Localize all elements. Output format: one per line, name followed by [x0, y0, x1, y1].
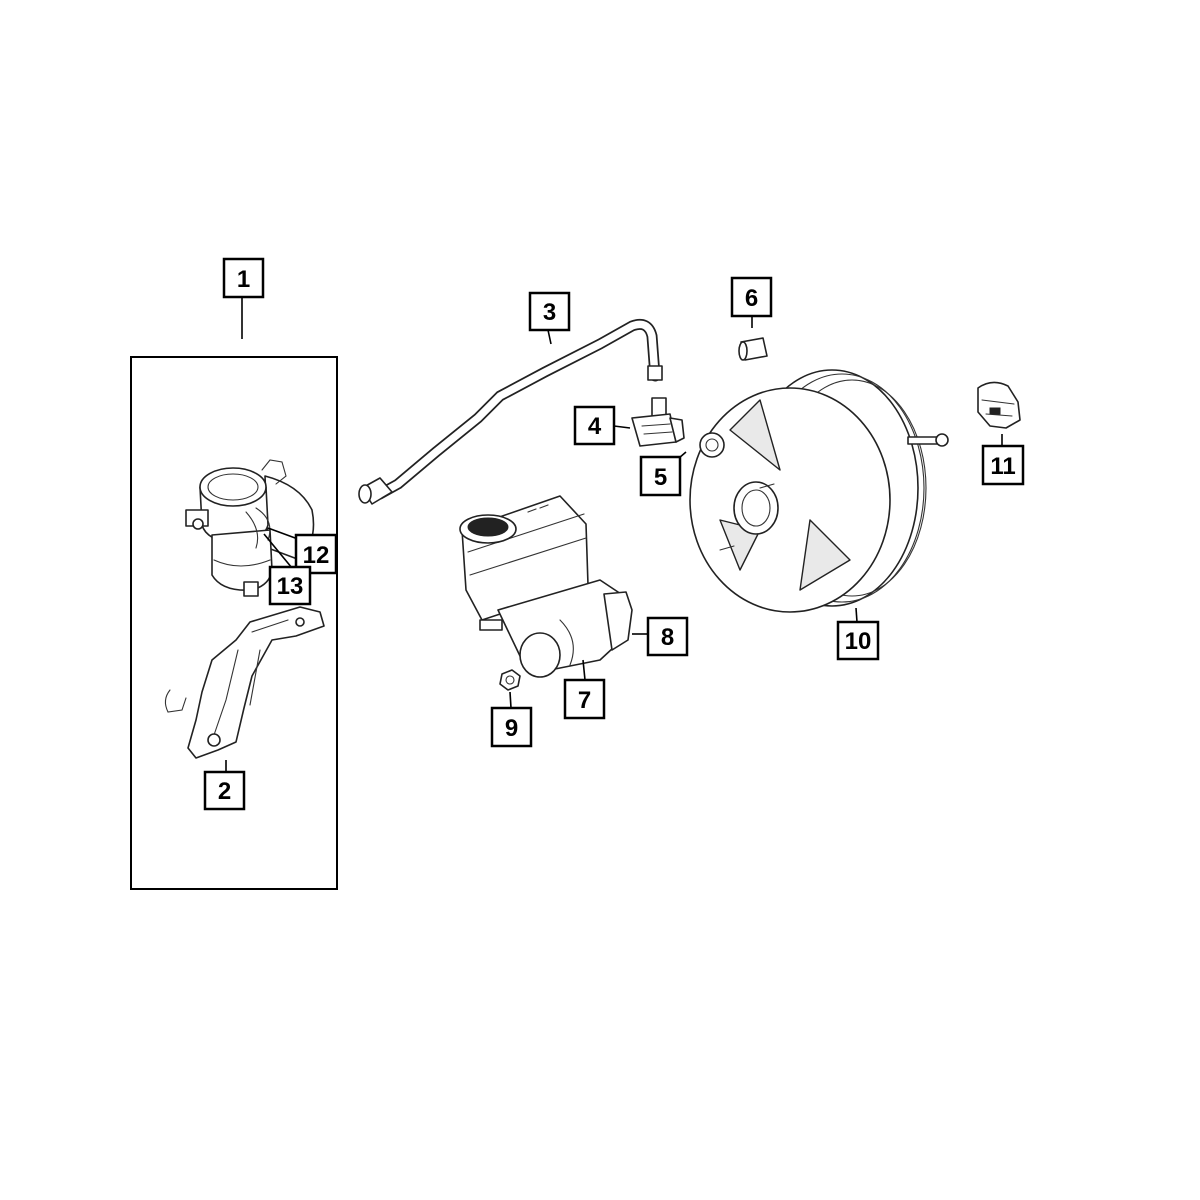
leader-3	[547, 329, 552, 345]
callout-11[interactable]: 11	[981, 444, 1025, 486]
callout-8[interactable]: 8	[646, 616, 689, 657]
svg-text:8: 8	[661, 624, 674, 651]
svg-text:11: 11	[990, 453, 1015, 480]
callout-6[interactable]: 6	[730, 276, 773, 318]
svg-text:1: 1	[237, 266, 250, 293]
callout-7[interactable]: 7	[563, 678, 606, 720]
vacuum-hose-part	[358, 318, 663, 505]
leader-10	[855, 607, 858, 623]
callout-10[interactable]: 10	[836, 620, 880, 661]
sleeve-part	[738, 337, 768, 361]
svg-text:2: 2	[218, 778, 231, 805]
svg-text:13: 13	[277, 573, 304, 600]
master-cylinder-part	[459, 495, 633, 678]
callout-2[interactable]: 2	[203, 770, 246, 811]
svg-text:5: 5	[654, 464, 667, 491]
svg-text:10: 10	[845, 628, 872, 655]
leader-4	[613, 425, 631, 429]
brake-booster-part	[689, 369, 949, 613]
vacuum-pump-part	[185, 459, 315, 597]
callout-5[interactable]: 5	[639, 455, 682, 497]
retainer-clip-part	[977, 381, 1021, 429]
svg-text:9: 9	[505, 715, 518, 742]
callout-13[interactable]: 13	[268, 565, 312, 606]
svg-text:4: 4	[588, 413, 602, 440]
leader-9	[509, 691, 512, 709]
nut-part	[499, 669, 521, 691]
svg-text:3: 3	[543, 299, 556, 326]
callout-1[interactable]: 1	[222, 257, 265, 299]
svg-text:6: 6	[745, 285, 758, 312]
callout-3[interactable]: 3	[528, 291, 571, 332]
leader-13	[263, 533, 293, 569]
kit-1-group-frame	[130, 356, 338, 890]
svg-text:12: 12	[303, 542, 330, 569]
pump-bracket-part	[164, 606, 325, 759]
callout-4[interactable]: 4	[573, 405, 616, 446]
leader-7	[582, 659, 586, 681]
check-valve-part	[631, 397, 685, 447]
callout-9[interactable]: 9	[490, 706, 533, 748]
svg-text:7: 7	[578, 687, 591, 714]
